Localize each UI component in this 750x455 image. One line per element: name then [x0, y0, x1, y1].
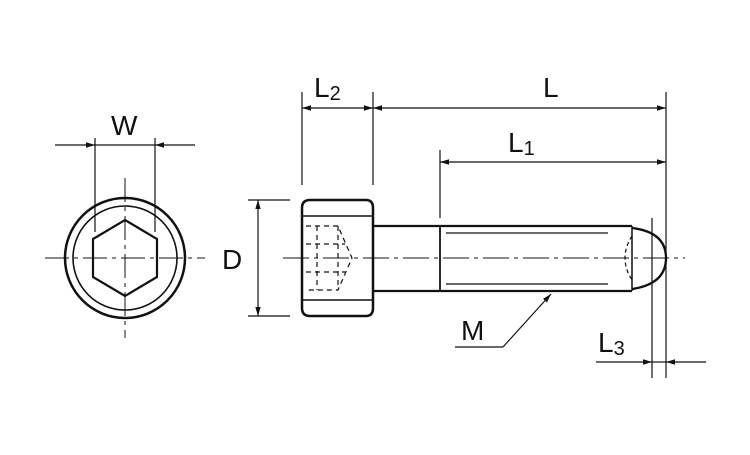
l1-label: L1 [508, 127, 535, 160]
m-label: M [461, 315, 484, 346]
m-leader-arrow [502, 293, 552, 348]
l2-label: L2 [314, 72, 341, 105]
hidden-socket-outline [306, 225, 353, 291]
screw-head-outline [300, 198, 375, 318]
d-label: D [222, 244, 242, 275]
l3-label: L3 [598, 327, 625, 360]
end-view [45, 138, 205, 338]
l-label: L [543, 72, 559, 103]
w-label: W [111, 110, 138, 141]
side-view [248, 92, 706, 378]
